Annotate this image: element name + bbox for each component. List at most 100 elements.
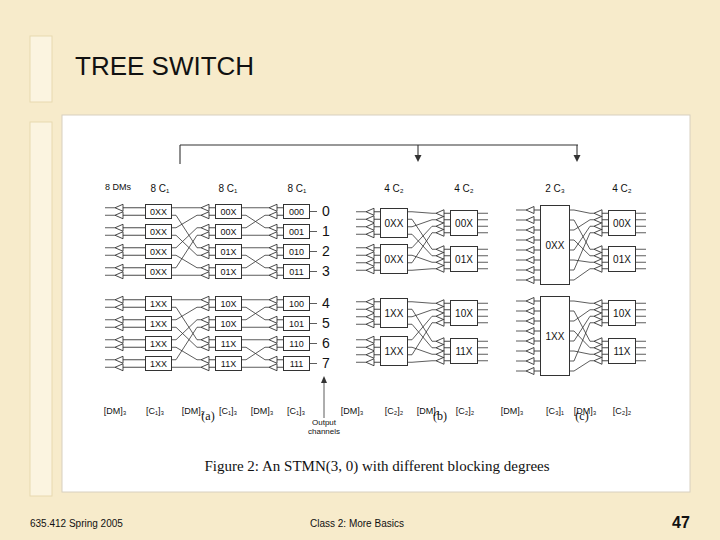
wire <box>123 215 145 216</box>
wire <box>356 211 366 212</box>
channel-number: 0 <box>322 204 330 219</box>
wire <box>105 307 115 308</box>
demux-symbol <box>201 224 209 231</box>
wire <box>408 347 436 354</box>
box-label: 0XX <box>150 267 167 277</box>
demux-symbol <box>269 364 277 371</box>
demux-symbol <box>366 267 374 274</box>
box-label: 010 <box>289 247 304 257</box>
wire <box>356 270 366 271</box>
demux-symbol <box>526 348 534 355</box>
demux-symbol <box>269 204 277 211</box>
switch-box: 1XX <box>145 336 172 351</box>
figure-caption: Figure 2: An STMN(3, 0) with different b… <box>204 458 549 475</box>
wire <box>570 269 594 280</box>
wire <box>570 301 594 303</box>
demux-symbol <box>201 264 209 271</box>
demux-symbol <box>115 296 123 303</box>
wire <box>570 226 594 250</box>
box-label: 00X <box>220 207 236 217</box>
wire <box>478 354 488 355</box>
wire <box>570 361 594 371</box>
switch-box: 01X <box>215 264 242 279</box>
wire <box>123 235 145 236</box>
wire <box>516 280 526 281</box>
figure-label: [C₁]₃ <box>146 407 164 417</box>
switch-box: 00X <box>450 210 478 236</box>
wire <box>408 310 436 317</box>
box-label: 1XX <box>385 346 404 357</box>
wire <box>478 303 488 304</box>
wire <box>310 343 317 344</box>
figure-label: [C₃]₁ <box>546 407 564 417</box>
wire <box>516 321 526 322</box>
wire <box>123 359 145 360</box>
box-label: 101 <box>289 319 304 329</box>
box-label: 100 <box>289 299 304 309</box>
wire <box>478 347 488 348</box>
wire <box>636 213 646 214</box>
wire <box>570 210 594 213</box>
box-label: 10X <box>613 308 631 319</box>
switch-box: 01X <box>215 244 242 259</box>
wire <box>310 303 317 304</box>
switch-box: 0XX <box>145 204 172 219</box>
switch-box: 100 <box>283 296 310 311</box>
wire <box>172 228 201 248</box>
demux-symbol <box>594 265 602 272</box>
wire <box>408 233 436 263</box>
wire <box>105 247 115 248</box>
demux-symbol <box>115 364 123 371</box>
wire <box>570 220 594 230</box>
demux-symbol <box>269 356 277 363</box>
switch-box: 000 <box>283 204 310 219</box>
wire <box>123 255 145 256</box>
box-label: 1XX <box>150 359 167 369</box>
wire <box>123 207 145 208</box>
wire <box>356 354 366 355</box>
wire <box>105 207 115 208</box>
wire <box>516 260 526 261</box>
wire <box>636 347 646 348</box>
demux-symbol <box>436 313 444 320</box>
demux-symbol <box>269 252 277 259</box>
wire <box>105 227 115 228</box>
figure-label: 4 C₂ <box>612 183 631 194</box>
wire <box>172 255 201 268</box>
wire <box>172 275 201 276</box>
wire <box>242 307 269 320</box>
demux-symbol <box>115 324 123 331</box>
wire <box>408 226 436 248</box>
demux-symbol <box>436 259 444 266</box>
wire <box>172 215 201 228</box>
slide-title: TREE SWITCH <box>75 52 254 81</box>
wire <box>356 247 366 248</box>
box-label: 11X <box>613 346 630 357</box>
wire <box>242 299 269 300</box>
switch-box: 0XX <box>380 208 408 238</box>
demux-symbol <box>526 227 534 234</box>
switch-box: 10X <box>608 300 636 326</box>
demux-symbol <box>115 344 123 351</box>
figure-label: 4 C₂ <box>454 183 473 194</box>
channel-number: 7 <box>322 356 330 371</box>
wire <box>172 367 201 368</box>
wire <box>478 249 488 250</box>
demux-symbol <box>526 328 534 335</box>
demux-symbol <box>201 344 209 351</box>
wire <box>570 316 594 341</box>
demux-symbol <box>436 344 444 351</box>
demux-symbol <box>201 272 209 279</box>
footer-text: Class 2: More Basics <box>310 518 404 529</box>
wire <box>356 301 366 302</box>
channel-number: 4 <box>322 296 330 311</box>
demux-symbol <box>115 316 123 323</box>
wire <box>105 215 115 216</box>
box-label: 10X <box>220 299 236 309</box>
wire <box>242 339 269 340</box>
wire <box>356 255 366 256</box>
wire <box>105 347 115 348</box>
demux-symbol <box>526 257 534 264</box>
switch-box: 111 <box>283 356 310 371</box>
